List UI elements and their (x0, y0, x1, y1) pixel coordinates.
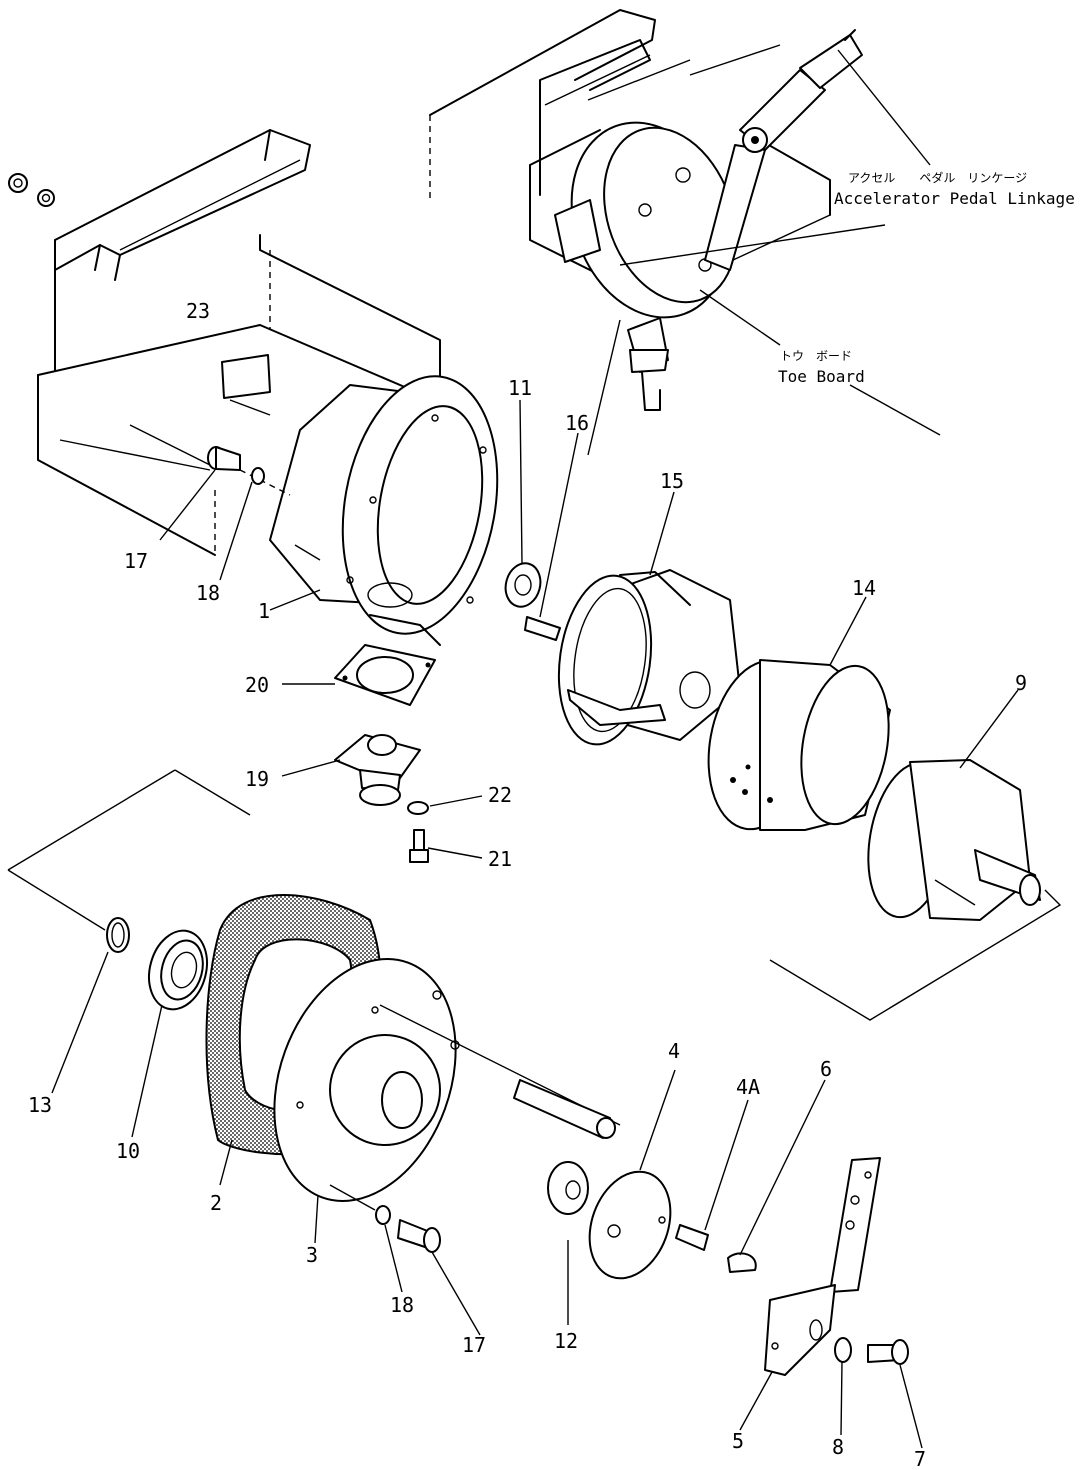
callout-17-lower: 17 (462, 1333, 486, 1357)
callout-22: 22 (488, 783, 512, 807)
callout-10: 10 (116, 1139, 140, 1163)
part-8-washer (834, 1337, 852, 1363)
callout-18: 18 (196, 581, 220, 605)
part-3-cover-plate (273, 957, 621, 1203)
callout-1: 1 (258, 599, 270, 623)
part-9-motor (867, 759, 1041, 921)
callout-4a: 4A (736, 1075, 760, 1099)
annotations: アクセル ペダル リンケージ Accelerator Pedal Linkage… (778, 170, 1075, 386)
callout-7: 7 (914, 1447, 926, 1470)
stud-bolt (513, 1079, 616, 1139)
part-18-washer (251, 467, 265, 485)
part-4-disc (588, 1170, 672, 1280)
accelerator-pedal-linkage-label: Accelerator Pedal Linkage (834, 189, 1075, 208)
part-13-snap-ring (106, 917, 130, 953)
part-11-coupling (504, 562, 542, 608)
callout-9: 9 (1015, 671, 1027, 695)
callout-4: 4 (668, 1039, 680, 1063)
nut-icon (8, 173, 28, 193)
part-22-washer (407, 801, 429, 815)
part-4a-screw (675, 1224, 709, 1251)
callout-11: 11 (508, 376, 532, 400)
part-20-gasket (334, 644, 436, 706)
part-17-bolt (207, 446, 241, 471)
toe-board-label: Toe Board (778, 367, 865, 386)
callout-17: 17 (124, 549, 148, 573)
part-18-washer-lower (375, 1205, 391, 1225)
part-6-key (727, 1252, 757, 1273)
cab-panel-right (429, 9, 863, 411)
callout-5: 5 (732, 1429, 744, 1453)
callout-16: 16 (565, 411, 589, 435)
callout-14: 14 (852, 576, 876, 600)
callout-18-lower: 18 (390, 1293, 414, 1317)
part-21-bolt (409, 829, 429, 863)
callout-19: 19 (245, 767, 269, 791)
callout-23: 23 (186, 299, 210, 323)
callout-12: 12 (554, 1329, 578, 1353)
part-7-bolt (867, 1339, 909, 1365)
part-14-sleeve (707, 659, 891, 831)
part-10-bearing (148, 929, 208, 1011)
part-19-connector (334, 734, 421, 806)
part-16-screw (524, 616, 561, 641)
callout-6: 6 (820, 1057, 832, 1081)
callout-15: 15 (660, 469, 684, 493)
callout-labels: 23 17 18 1 20 19 22 21 11 16 15 14 9 13 … (28, 299, 1027, 1470)
callout-20: 20 (245, 673, 269, 697)
toe-board-jp: トウ ボード (780, 349, 852, 363)
callout-3: 3 (306, 1243, 318, 1267)
part-23-label-plate (221, 354, 271, 399)
part-1-housing (239, 375, 499, 646)
part-15-drum (557, 569, 741, 746)
washer-icon (37, 189, 55, 207)
accelerator-pedal-linkage-jp: アクセル ペダル リンケージ (848, 170, 1027, 185)
callout-8: 8 (832, 1435, 844, 1459)
part-5-lever (764, 1157, 881, 1376)
callout-13: 13 (28, 1093, 52, 1117)
part-17-bolt-lower (397, 1219, 441, 1253)
part-12-bushing (547, 1161, 589, 1215)
callout-2: 2 (210, 1191, 222, 1215)
cab-panel-left (8, 129, 441, 556)
callout-21: 21 (488, 847, 512, 871)
